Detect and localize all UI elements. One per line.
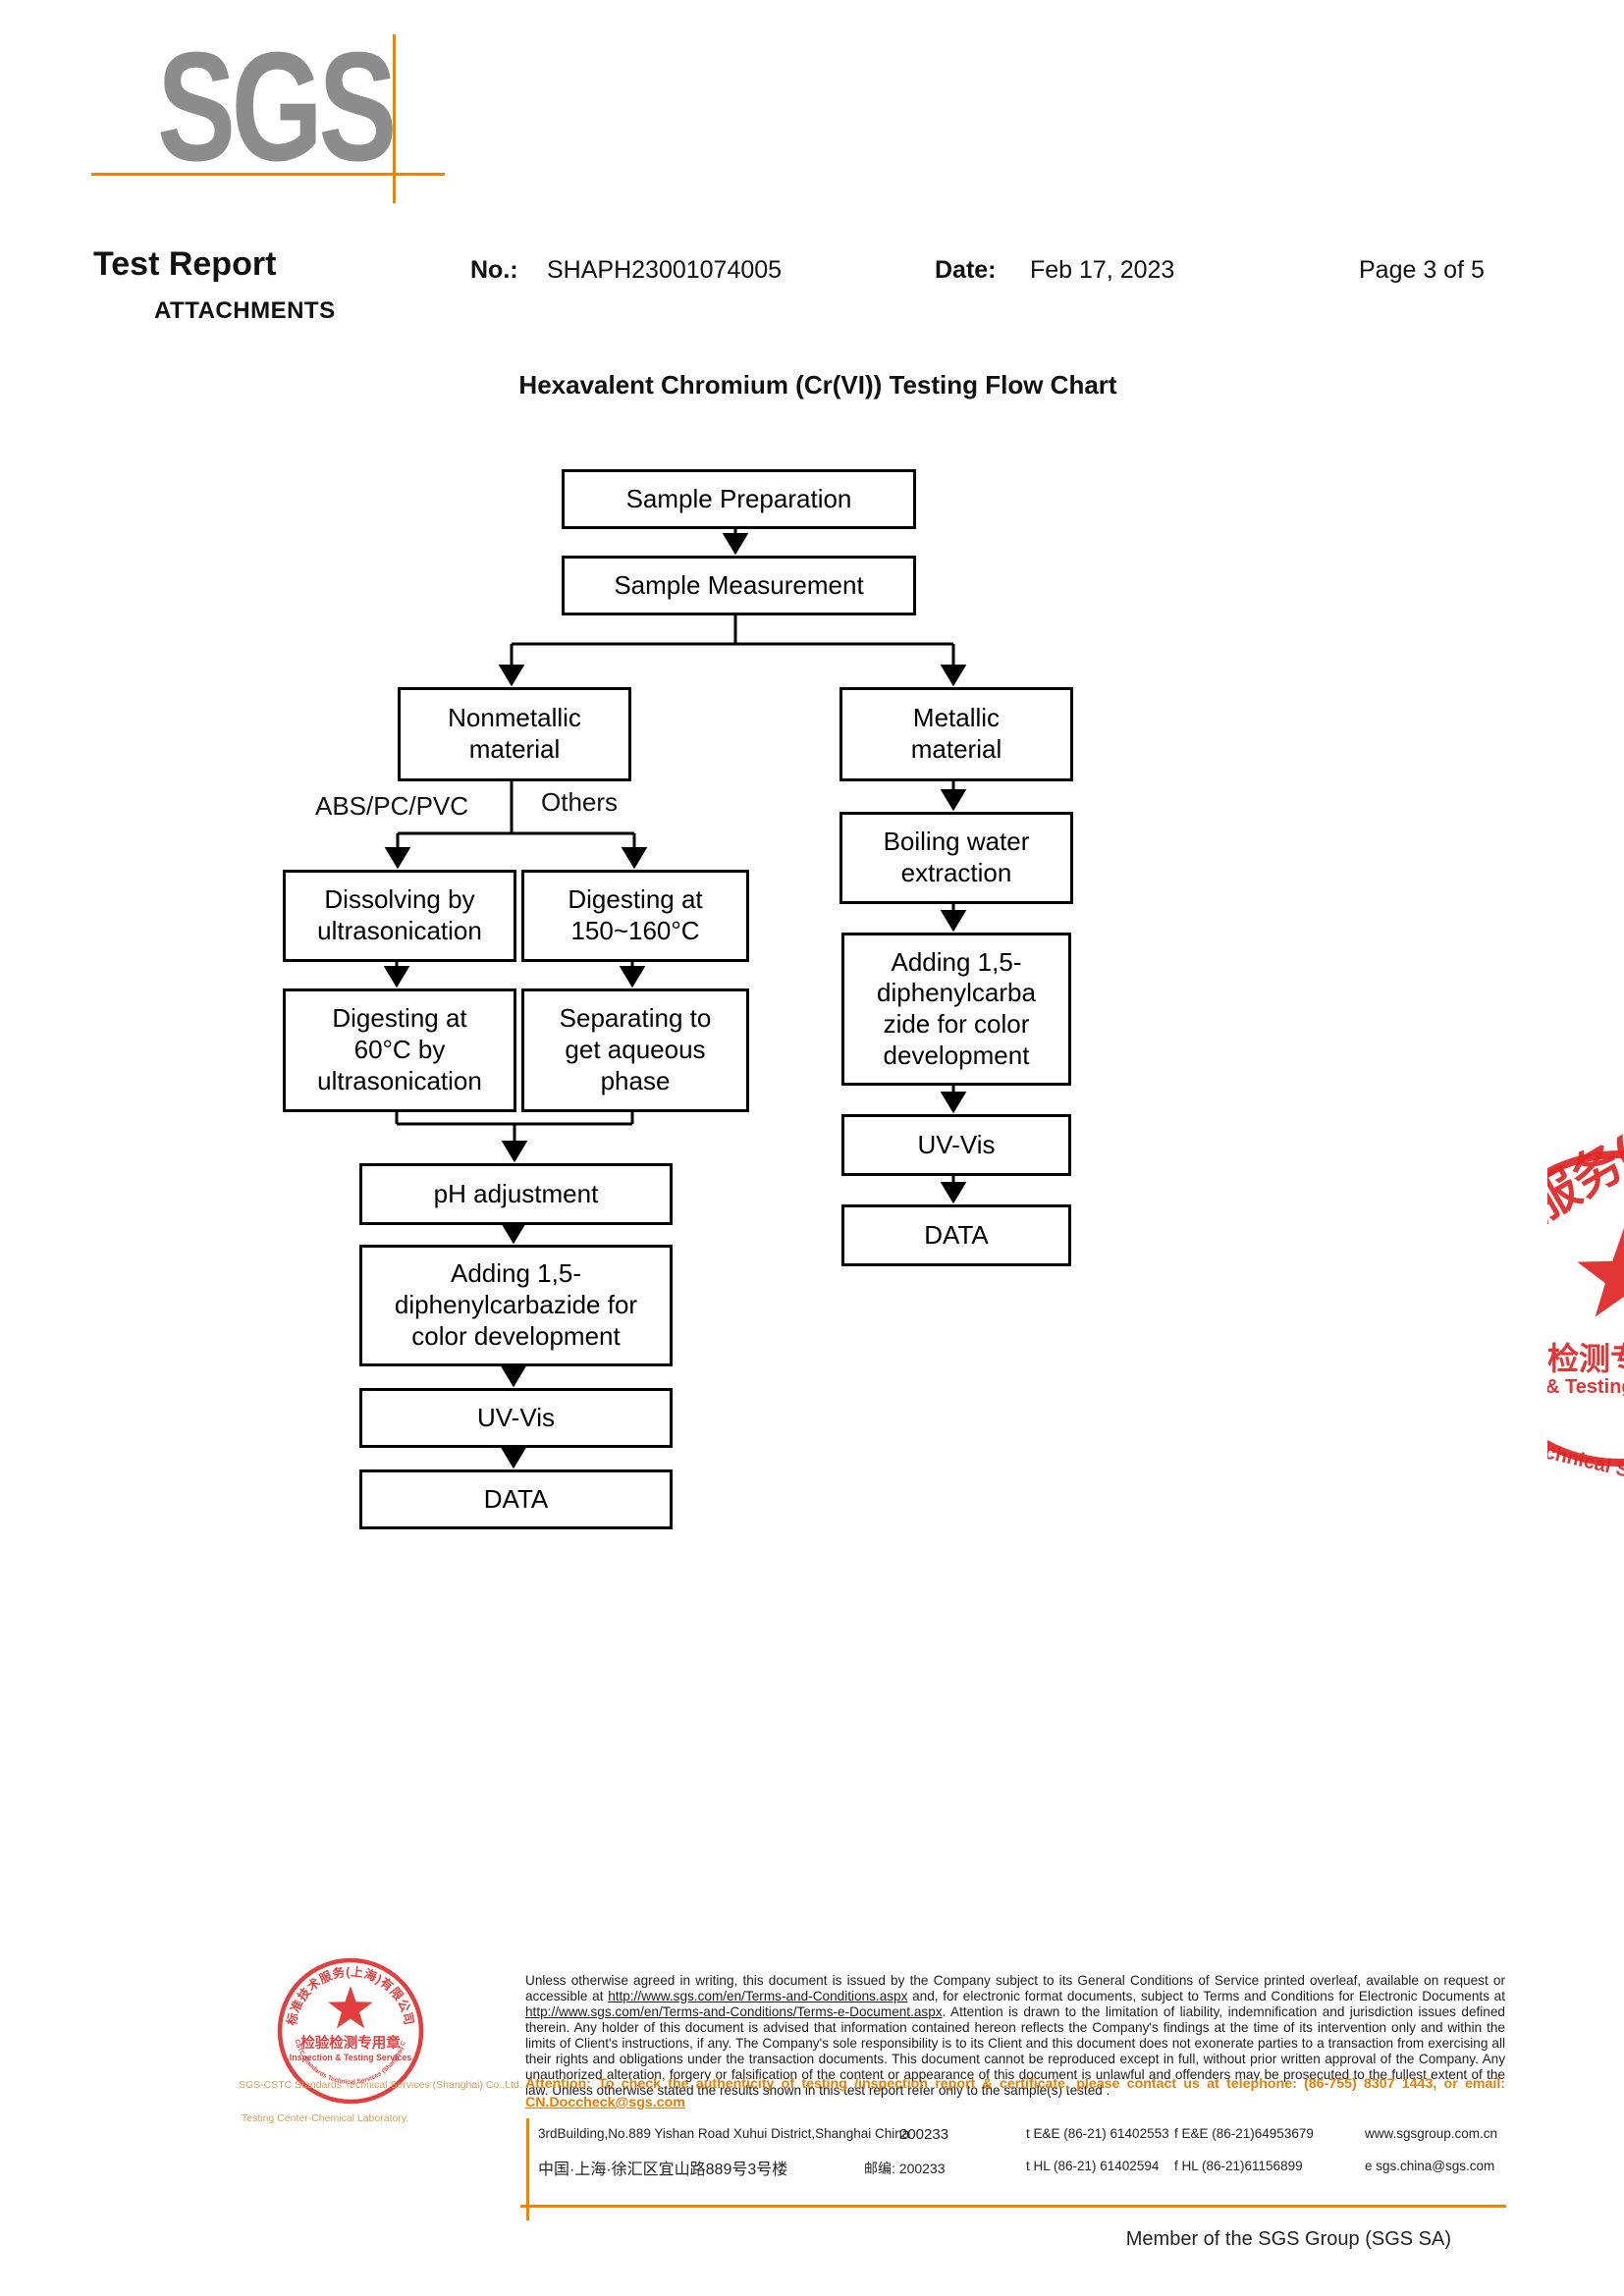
attachments-label: ATTACHMENTS xyxy=(154,297,336,324)
attention-note: Attention: To check the authenticity of … xyxy=(525,2075,1505,2112)
email-sgs-china: e sgs.china@sgs.com xyxy=(1365,2159,1495,2173)
report-no-value: SHAPH23001074005 xyxy=(547,256,783,284)
flow-node-adding-right: Adding 1,5- diphenylcarba zide for color… xyxy=(841,933,1071,1086)
right-stamp-star-icon xyxy=(1577,1228,1624,1317)
website: www.sgsgroup.com.cn xyxy=(1365,2126,1498,2141)
fax-hl: f HL (86-21)61156899 xyxy=(1174,2159,1303,2173)
right-stamp-fragment-mid1: 检测专 xyxy=(1547,1341,1624,1376)
company-name-line: SGS-CSTC Standards Technical Services (S… xyxy=(239,2079,522,2091)
logo-crosshair-vertical xyxy=(393,34,396,203)
flow-node-metallic: Metallic material xyxy=(839,687,1073,781)
date-label: Date: xyxy=(935,256,997,284)
flow-node-data-right: DATA xyxy=(841,1204,1071,1266)
right-stamp-fragment-bottom: chnical Ser xyxy=(1547,1441,1624,1484)
report-title: Test Report xyxy=(93,245,277,283)
left-stamp-star-icon xyxy=(328,1986,373,2029)
flow-node-ph-adjustment: pH adjustment xyxy=(359,1163,673,1225)
flow-connectors xyxy=(383,523,967,1469)
company-lab-line: Testing Center-Chemical Laboratory. xyxy=(242,2112,409,2124)
flow-node-adding-left: Adding 1,5- diphenylcarbazide for color … xyxy=(359,1245,673,1366)
doccheck-email: CN.Doccheck@sgs.com xyxy=(525,2095,685,2111)
legal-seg3: . Attention is drawn to the limitation o… xyxy=(525,2003,1505,2098)
legal-seg1: Unless otherwise agreed in writing, this… xyxy=(525,1972,1505,2003)
inspection-testing-stamp: 标准技术服务(上海)有限公司 检验检测专用章 Inspection & Test… xyxy=(254,1944,444,2130)
left-stamp-line2: Inspection & Testing Services xyxy=(290,2053,412,2062)
legal-seg2: and, for electronic format documents, su… xyxy=(907,1988,1506,2003)
branch-label-abs-pc-pvc: ABS/PC/PVC xyxy=(315,791,469,821)
logo-crosshair-horizontal xyxy=(91,173,445,176)
flow-node-boiling: Boiling water extraction xyxy=(839,812,1073,904)
tel-hl: t HL (86-21) 61402594 xyxy=(1026,2159,1160,2173)
address-en: 3rdBuilding,No.889 Yishan Road Xuhui Dis… xyxy=(538,2126,910,2141)
flow-node-sample-preparation: Sample Preparation xyxy=(562,469,916,529)
flow-node-uvvis-left: UV-Vis xyxy=(359,1388,673,1448)
right-edge-stamp: 服务( 检测专 & Testing chnical Ser xyxy=(1547,1129,1624,1484)
footer-rule xyxy=(520,2205,1506,2208)
date-value: Feb 17, 2023 xyxy=(1030,256,1175,284)
flow-node-nonmetallic: Nonmetallic material xyxy=(398,687,631,781)
flow-node-uvvis-right: UV-Vis xyxy=(841,1114,1071,1176)
flow-node-digesting-low: Digesting at 60°C by ultrasonication xyxy=(283,988,516,1112)
fax-ee: f E&E (86-21)64953679 xyxy=(1174,2126,1314,2141)
address-en-zip: 200233 xyxy=(899,2126,949,2143)
flow-node-data-left: DATA xyxy=(359,1469,673,1529)
right-stamp-fragment-mid2: & Testing xyxy=(1547,1376,1624,1398)
flow-node-separating: Separating to get aqueous phase xyxy=(521,988,749,1112)
right-stamp-fragment-top: 服务( xyxy=(1547,1129,1624,1232)
terms-e-doc-url: http://www.sgs.com/en/Terms-and-Conditio… xyxy=(525,2003,943,2019)
flowchart-title: Hexavalent Chromium (Cr(VI)) Testing Flo… xyxy=(518,370,1117,400)
address-cn: 中国·上海·徐汇区宜山路889号3号楼 xyxy=(538,2162,788,2178)
member-note: Member of the SGS Group (SGS SA) xyxy=(1125,2228,1451,2250)
address-divider xyxy=(526,2118,529,2220)
legal-text: Unless otherwise agreed in writing, this… xyxy=(525,1973,1505,2099)
branch-label-others: Others xyxy=(541,787,619,817)
flow-node-digesting-high: Digesting at 150~160°C xyxy=(521,870,749,962)
terms-url: http://www.sgs.com/en/Terms-and-Conditio… xyxy=(608,1988,908,2003)
attention-text: Attention: To check the authenticity of … xyxy=(525,2076,1505,2092)
page-indicator: Page 3 of 5 xyxy=(1359,256,1485,284)
flow-node-sample-measurement: Sample Measurement xyxy=(562,556,916,615)
tel-ee: t E&E (86-21) 61402553 xyxy=(1026,2126,1169,2141)
sgs-logo: SGS xyxy=(157,21,397,193)
report-no-label: No.: xyxy=(470,256,518,284)
flow-node-dissolving: Dissolving by ultrasonication xyxy=(283,870,516,962)
left-stamp-line1: 检验检测专用章 xyxy=(300,2034,401,2052)
address-cn-zip: 邮编: 200233 xyxy=(864,2161,946,2176)
